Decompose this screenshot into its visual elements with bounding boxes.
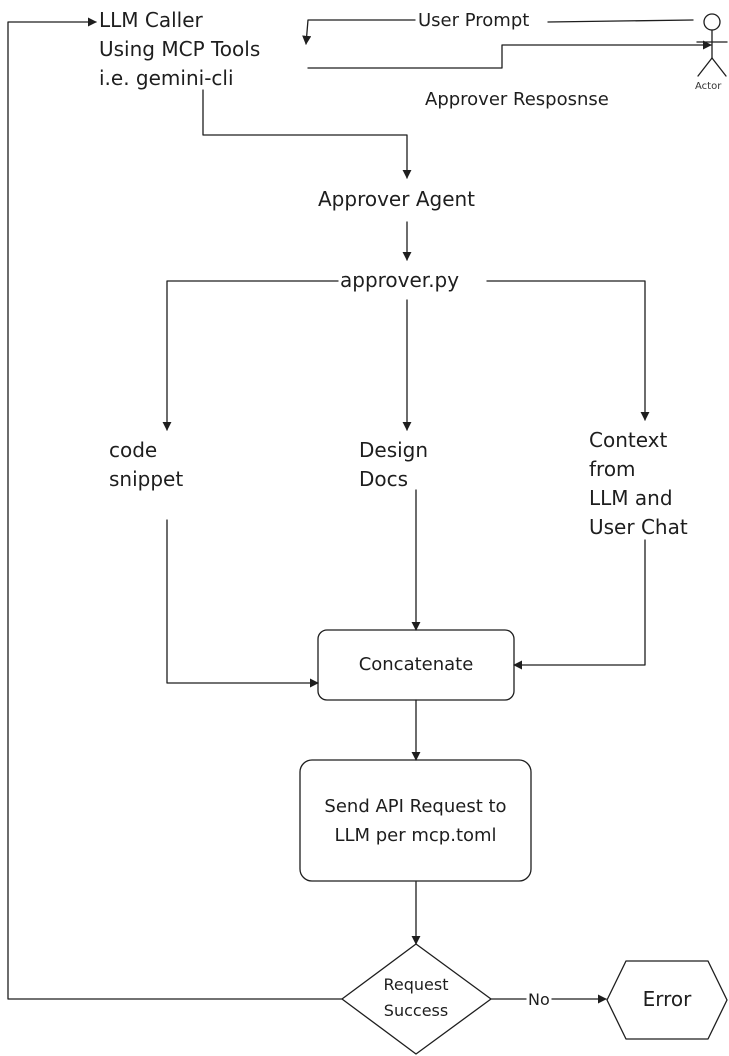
- edge-approver-response: [307, 40, 712, 69]
- approver-agent-node: Approver Agent: [318, 187, 476, 211]
- request-success-label: Request Success: [383, 975, 449, 1020]
- edge-context-to-concat: [513, 539, 646, 670]
- request-success-diamond: [341, 943, 492, 1055]
- llm-caller-node: LLM Caller Using MCP Tools i.e. gemini-c…: [99, 8, 261, 90]
- code-snippet-node: code snippet: [109, 438, 184, 491]
- no-label: No: [528, 990, 550, 1009]
- concatenate-label: Concatenate: [358, 654, 474, 675]
- edge-user-prompt: [306, 19, 694, 44]
- user-prompt-label: User Prompt: [418, 10, 530, 31]
- error-hexagon: [606, 960, 728, 1040]
- send-api-label: Send API Request to LLM per mcp.toml: [324, 796, 507, 846]
- edge-py-to-code: [162, 280, 339, 431]
- edge-loop-back: [7, 17, 343, 1000]
- edge-py-to-context: [486, 280, 650, 421]
- approver-response-label: Approver Resposnse: [425, 89, 609, 110]
- actor-label: Actor: [695, 81, 722, 92]
- design-docs-node: Design Docs: [359, 438, 429, 491]
- approver-py-node: approver.py: [340, 268, 460, 292]
- concatenate-box: [317, 629, 515, 701]
- send-api-box: [299, 759, 532, 882]
- context-node: Context from LLM and User Chat: [589, 428, 688, 539]
- actor-icon: [696, 13, 728, 77]
- edge-code-to-concat: [166, 519, 319, 688]
- edge-caller-to-agent: [202, 89, 412, 179]
- error-label: Error: [642, 987, 692, 1011]
